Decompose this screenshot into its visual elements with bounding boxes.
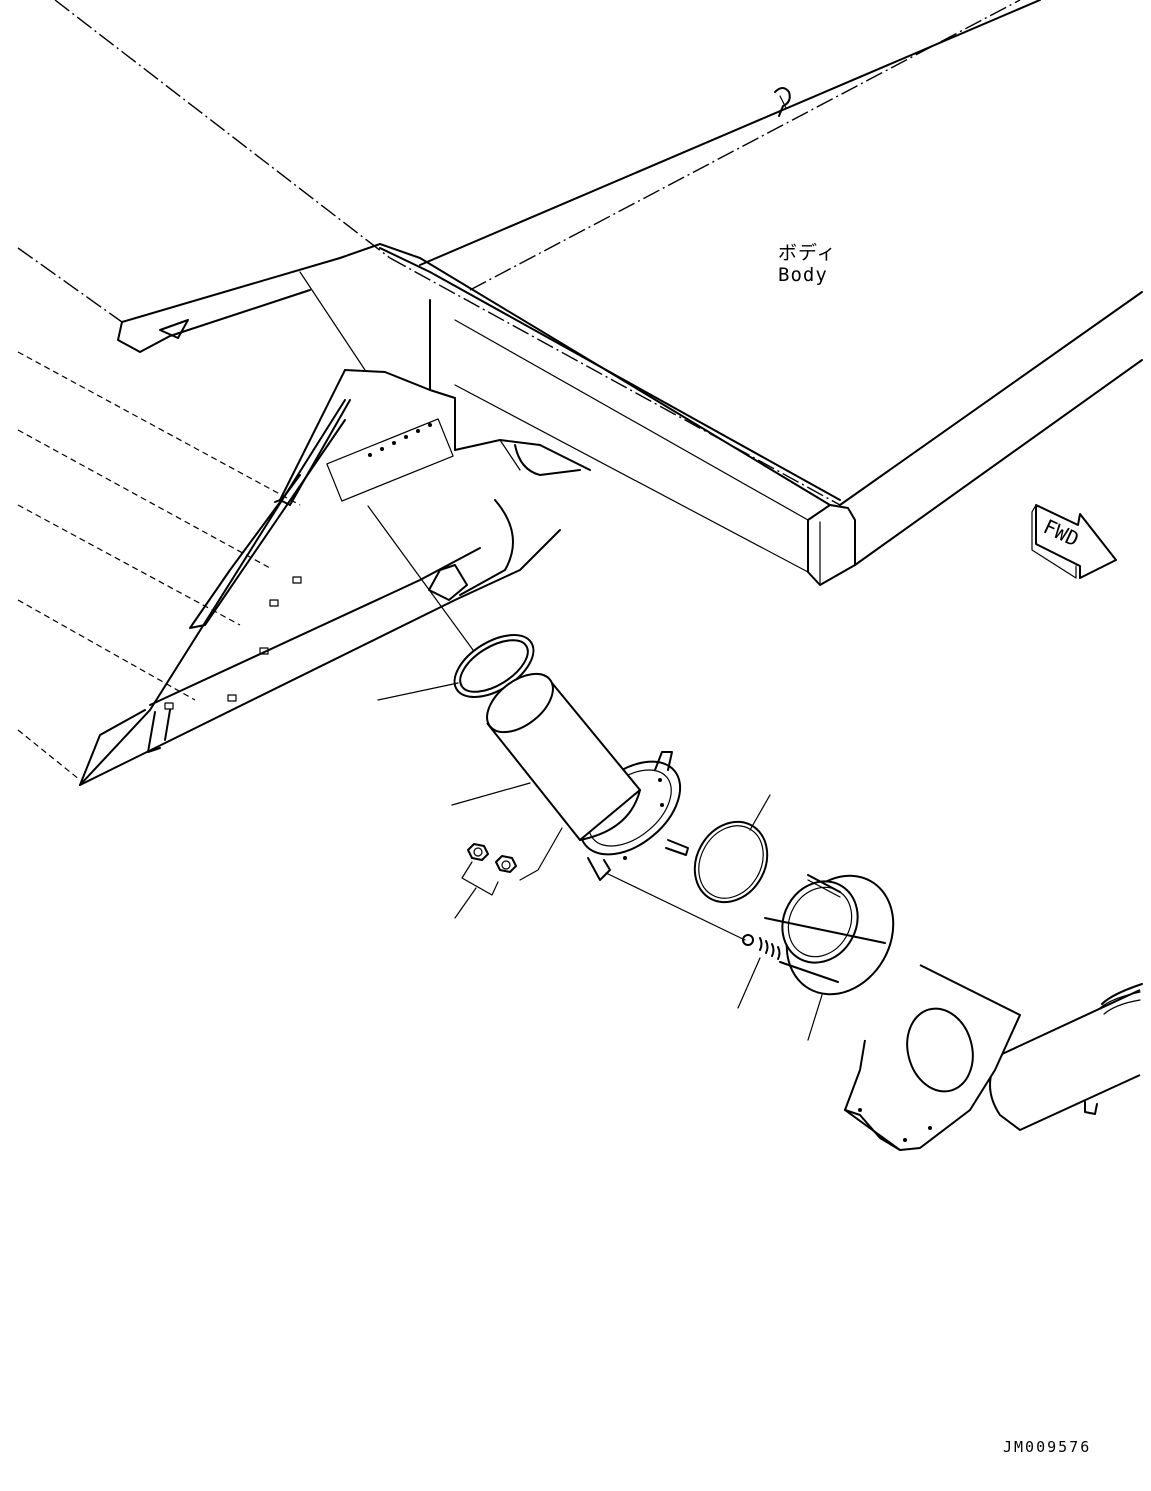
chassis-frame: [17, 247, 591, 786]
fwd-arrow-icon: FWD: [1031, 504, 1117, 579]
nuts: [461, 843, 517, 896]
o-ring-lower: [693, 820, 769, 904]
adapter-flange: [764, 874, 895, 996]
body-label-jp: ボディ: [778, 242, 837, 264]
washers: [742, 934, 781, 960]
muffler: [844, 964, 1143, 1151]
rivet-row: [368, 423, 432, 457]
body-panel: [54, 0, 1143, 586]
fwd-label: FWD: [1040, 514, 1083, 551]
drawing-number: JM009576: [1003, 1438, 1092, 1456]
pipe-assembly: [486, 672, 689, 881]
body-label-en: Body: [778, 264, 828, 286]
